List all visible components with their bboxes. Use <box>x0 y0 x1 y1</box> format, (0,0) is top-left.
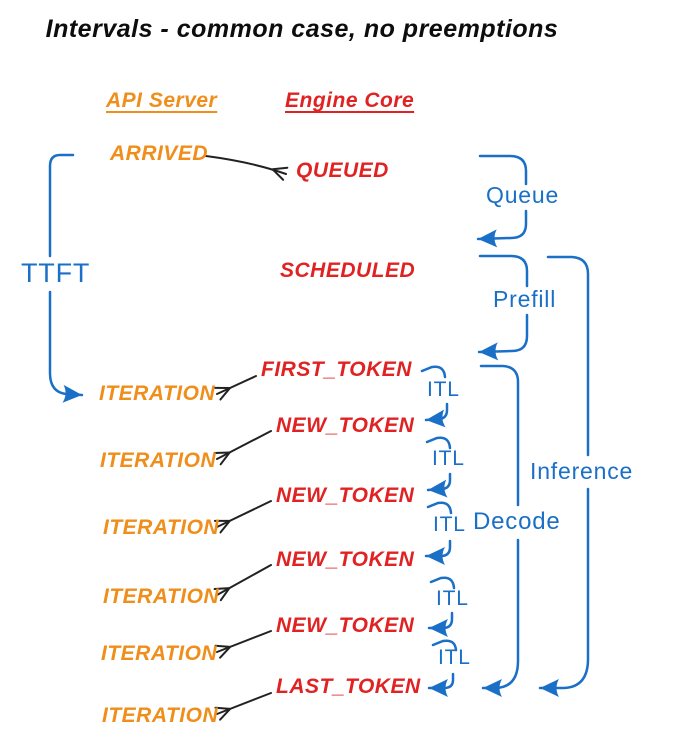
itl-3-curve <box>426 501 453 515</box>
event-arrived: ARRIVED <box>110 142 209 165</box>
column-header-engine-core: Engine Core <box>285 89 415 112</box>
inference-bracket-bottom-arrow <box>538 487 590 697</box>
interval-label-decode: Decode <box>473 508 561 535</box>
arrow-newtoken-to-iteration-4 <box>213 564 272 602</box>
decode-bracket-top <box>479 364 520 507</box>
event-first-token: FIRST_TOKEN <box>261 358 412 381</box>
event-last-token: LAST_TOKEN <box>276 675 421 698</box>
prefill-bracket-bottom-arrow <box>477 313 529 361</box>
event-scheduled: SCHEDULED <box>280 259 416 282</box>
event-iteration-5: ITERATION <box>101 642 218 665</box>
itl-1-hook-arrow <box>424 402 449 428</box>
itl-5-curve <box>431 639 458 652</box>
event-iteration-1: ITERATION <box>99 382 216 405</box>
column-header-api-server: API Server <box>106 89 218 112</box>
queue-bracket-bottom-arrow <box>476 209 528 248</box>
decode-bracket-bottom-arrow <box>481 538 520 697</box>
itl-2-curve <box>425 436 452 450</box>
interval-label-itl-5: ITL <box>438 646 471 669</box>
arrow-firsttoken-to-iteration-1 <box>214 375 257 401</box>
queue-bracket-top <box>478 154 528 186</box>
event-iteration-3: ITERATION <box>103 516 220 539</box>
event-iteration-4: ITERATION <box>103 585 220 608</box>
event-new-token-2: NEW_TOKEN <box>276 484 415 507</box>
interval-label-itl-1: ITL <box>427 378 460 401</box>
itl-3-hook-arrow <box>424 539 452 565</box>
arrow-lasttoken-to-iteration-6 <box>214 692 272 721</box>
itl-5-hook-arrow <box>427 672 455 697</box>
inference-bracket-top <box>546 255 590 457</box>
arrow-arrived-to-queued <box>205 155 289 181</box>
event-new-token-3: NEW_TOKEN <box>276 548 415 571</box>
interval-label-prefill: Prefill <box>493 286 557 312</box>
event-iteration-6: ITERATION <box>102 704 219 727</box>
interval-label-itl-4: ITL <box>436 587 469 610</box>
event-iteration-2: ITERATION <box>100 449 217 472</box>
itl-4-hook-arrow <box>427 611 454 637</box>
arrow-newtoken-to-iteration-2 <box>213 430 272 466</box>
arrow-newtoken-to-iteration-5 <box>214 630 272 659</box>
diagram-title: Intervals - common case, no preemptions <box>45 15 559 43</box>
interval-label-ttft: TTFT <box>21 258 91 288</box>
itl-1-curve <box>420 365 447 379</box>
event-new-token-1: NEW_TOKEN <box>276 414 415 437</box>
prefill-bracket-top <box>478 254 529 288</box>
interval-label-inference: Inference <box>530 458 634 484</box>
event-queued: QUEUED <box>296 159 389 182</box>
interval-label-itl-3: ITL <box>433 513 466 536</box>
interval-label-queue: Queue <box>486 182 560 208</box>
ttft-bracket-top <box>48 153 75 258</box>
ttft-bracket-bottom-arrow <box>48 290 84 403</box>
arrow-newtoken-to-iteration-3 <box>213 500 272 534</box>
event-new-token-4: NEW_TOKEN <box>276 614 415 637</box>
itl-4-curve <box>429 576 456 590</box>
interval-label-itl-2: ITL <box>432 447 465 470</box>
itl-2-hook-arrow <box>426 472 452 498</box>
